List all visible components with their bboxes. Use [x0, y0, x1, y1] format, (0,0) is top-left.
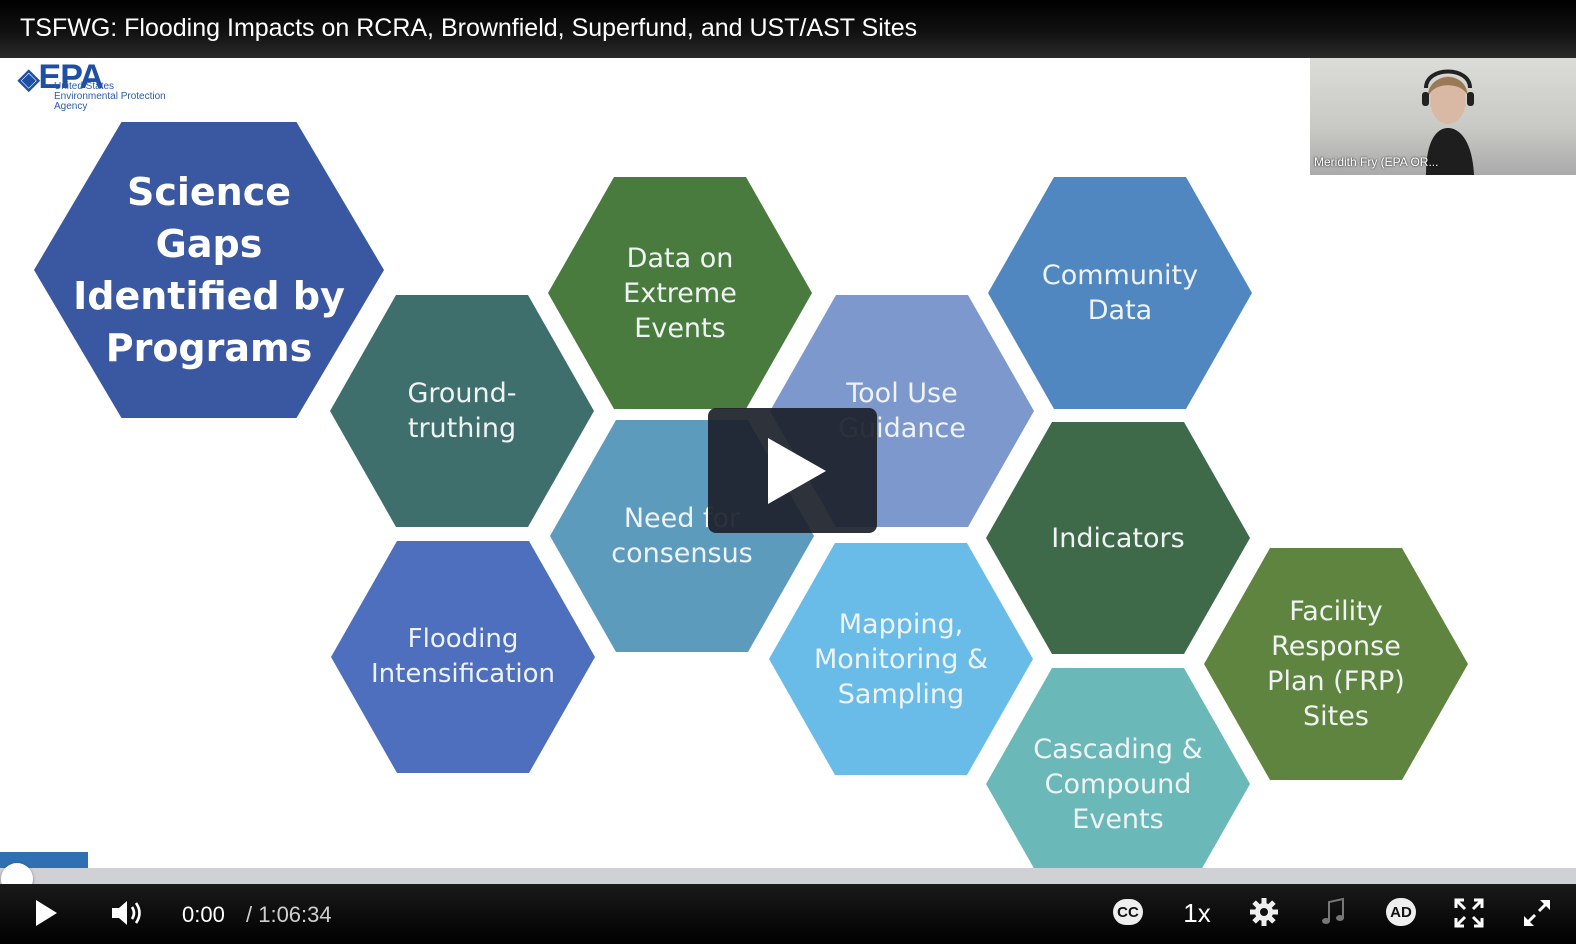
speaker-name-label: Meridith Fry (EPA OR... [1314, 155, 1439, 169]
video-title: TSFWG: Flooding Impacts on RCRA, Brownfi… [20, 14, 918, 42]
current-time: 0:00 [182, 902, 225, 927]
audio-description-button[interactable]: AD [1384, 897, 1418, 927]
fullscreen-icon [1454, 898, 1484, 928]
hex-indicators: Indicators [986, 422, 1250, 654]
hex-mapping-monitoring-sampling: Mapping, Monitoring & Sampling [769, 543, 1033, 775]
player-controls [0, 884, 1576, 944]
ad-icon: AD [1386, 898, 1416, 926]
playback-speed-button[interactable]: 1x [1183, 897, 1211, 928]
hex-community-data: Community Data [988, 177, 1252, 409]
epa-logo-subtitle: United States Environmental Protection A… [54, 81, 166, 112]
gear-icon [1250, 898, 1278, 926]
play-button[interactable] [30, 896, 62, 930]
hex-flooding-intensification: Flooding Intensification [331, 541, 595, 773]
captions-button[interactable]: CC [1112, 897, 1144, 927]
progress-bar[interactable] [0, 868, 1576, 884]
music-note-icon [1322, 897, 1344, 924]
play-icon [768, 438, 826, 504]
popout-button[interactable] [1520, 896, 1554, 930]
expand-arrows-icon [1524, 900, 1550, 926]
play-small-icon [36, 900, 57, 926]
volume-button[interactable] [108, 896, 146, 930]
hex-ground-truthing: Ground- truthing [330, 295, 594, 527]
epa-logo-mark: ◈EPA [18, 58, 104, 96]
epa-logo: ◈EPA United States Environmental Protect… [18, 58, 218, 118]
total-duration: / 1:06:34 [246, 902, 332, 927]
speaker-video-icon [1422, 69, 1474, 175]
cc-icon: CC [1113, 899, 1143, 925]
hex-data-extreme-events: Data on Extreme Events [548, 177, 812, 409]
video-title-bar: TSFWG: Flooding Impacts on RCRA, Brownfi… [0, 0, 1576, 58]
settings-button[interactable] [1248, 896, 1280, 928]
speaker-webcam: Meridith Fry (EPA OR... [1310, 58, 1576, 175]
fullscreen-button[interactable] [1452, 896, 1486, 930]
volume-icon [112, 901, 141, 925]
hex-facility-response-plan: Facility Response Plan (FRP) Sites [1204, 548, 1468, 780]
hex-cascading-compound-events: Cascading & Compound Events [986, 668, 1250, 870]
big-play-button[interactable] [708, 408, 877, 533]
hex-science-gaps: Science Gaps Identified by Programs [34, 122, 384, 418]
audio-track-button[interactable] [1318, 896, 1348, 928]
